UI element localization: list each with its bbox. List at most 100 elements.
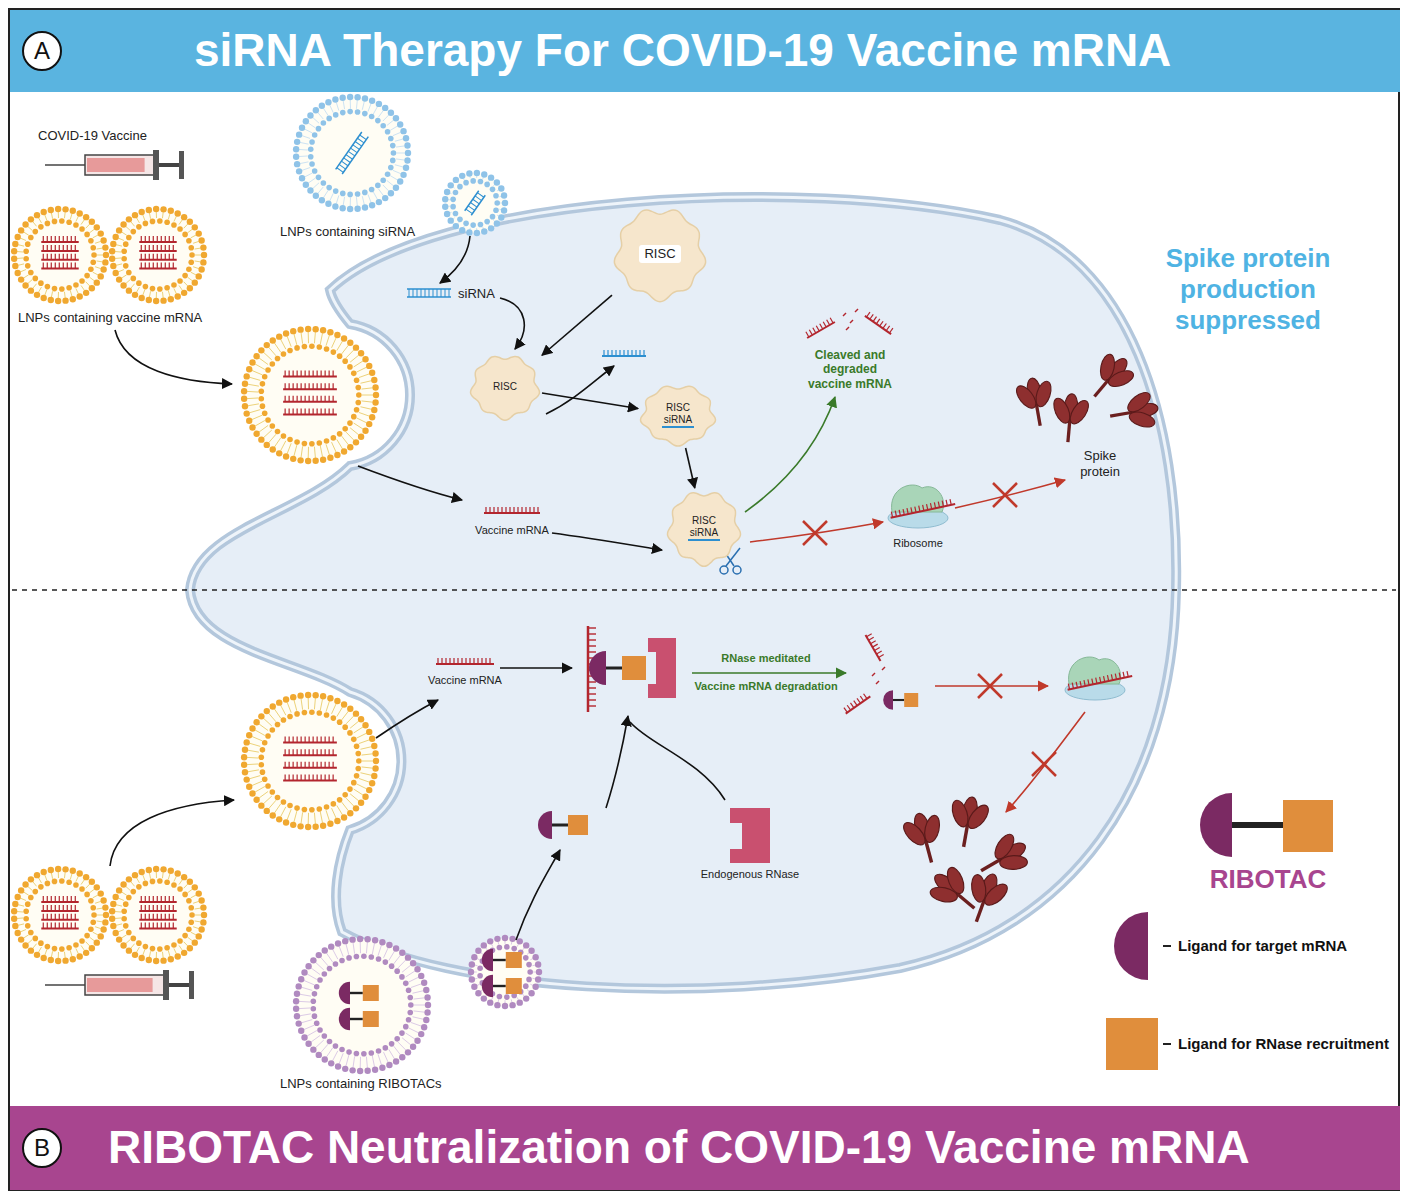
node-label: siRNA [662,414,694,428]
flow-arrow [115,330,232,384]
mrna-strand [436,658,494,664]
lipid-nanoparticle [241,692,379,830]
lipid-nanoparticle [109,866,207,964]
flow-arrow [440,236,470,283]
blocked-arrow [1006,712,1085,812]
text-label: Vaccine mRNA degradation [694,680,837,693]
text-label: RNase meditated [721,652,810,665]
risc-complex: RISC [612,205,708,303]
rnase-outline [730,808,770,863]
mrna-strand [283,370,337,376]
mrna-strand [41,923,78,929]
spike-protein [942,793,994,850]
mrna-strand [41,236,78,242]
node-label: RISC [692,515,716,527]
syringe [45,970,194,1000]
mrna-strand [139,245,176,251]
syringe [45,150,184,180]
panel-title: siRNA Therapy For COVID-19 Vaccine mRNA [194,23,1171,78]
mrna-fragment [876,681,879,684]
ribotac-icon [883,690,918,710]
mrna-fragment [855,309,858,312]
mrna-strand [889,498,955,518]
blocked-arrow [955,480,1065,508]
mrna-fragment [882,667,885,670]
mrna-strand [41,896,78,902]
mrna-strand [283,762,337,768]
merge-line [630,722,725,800]
spike-protein [1047,392,1093,444]
spike-protein [1107,387,1162,436]
node-label: RISC [493,381,517,393]
ribotac-icon [482,975,522,997]
mrna-strand [283,736,337,742]
node-label: RISC [666,402,690,414]
mrna-fragment [843,313,846,316]
flow-arrow [516,850,560,940]
risc-blob-outline [668,493,741,567]
blocked-mark [1032,752,1056,776]
mrna-strand [865,311,895,334]
text-label: LNPs containing vaccine mRNA [18,310,202,326]
mrna-strand [41,914,78,920]
legend-text: Ligand for RNase recruitment [1178,1035,1389,1053]
sirna-duplex [465,191,486,216]
mrna-strand [283,383,337,389]
risc-blob-outline [471,356,540,420]
mrna-strand [283,409,337,415]
mrna-strand [283,749,337,755]
ribotac-icon [339,982,379,1004]
ribosome [888,485,955,528]
blocked-mark [993,483,1017,507]
text-label: Spike protein [1065,448,1135,479]
text-label: Vaccine mRNA [475,524,549,537]
enzyme-node: Endogenous RNase [680,805,820,885]
mrna-strand [283,396,337,402]
flow-arrow [110,800,234,866]
cell-membrane-inner [190,197,1176,989]
flow-connector [686,448,695,488]
mrna-strand [41,263,78,269]
mrna-strand [866,632,886,661]
ribotac-icon [482,949,522,971]
legend-dash [1163,1043,1171,1045]
lipid-nanoparticle [293,936,431,1074]
mrna-strand [41,245,78,251]
flow-arrow [358,466,462,500]
mrna-fragment [872,673,875,676]
panel-title: RIBOTAC Neutralization of COVID-19 Vacci… [108,1120,1250,1175]
panel-letter: A [22,31,62,71]
flow-arrow [500,667,572,669]
mrna-strand [842,691,870,713]
blocked-mark [978,674,1002,698]
mrna-strand [484,507,540,513]
text-label: COVID-19 Vaccine [38,128,147,144]
cell-membrane [190,197,1176,989]
risc-complex: RISCsiRNA [638,382,718,448]
flow-arrow [606,716,628,808]
lipid-nanoparticle [468,935,542,1009]
mrna-strand [1066,670,1132,690]
mrna-strand [41,254,78,260]
mrna-strand [139,905,176,911]
legend-swatch [1114,912,1148,980]
legend-text: Ligand for target mRNA [1178,937,1347,955]
panel-letter: B [22,1128,62,1168]
mrna-strand [41,905,78,911]
flow-arrow [745,397,835,512]
sirna-duplex [407,289,451,297]
legend-dash [1163,945,1171,947]
flow-arrow [376,700,438,738]
risc-complex: RISC [468,352,542,422]
lipid-nanoparticle [442,170,508,236]
mrna-strand [139,914,176,920]
text-label: siRNA [458,286,495,302]
mrna-fragment [846,327,849,330]
lipid-nanoparticle [109,206,207,304]
lipid-nanoparticle [11,206,109,304]
flow-connector [542,295,612,355]
ribotac-icon [339,1008,379,1030]
